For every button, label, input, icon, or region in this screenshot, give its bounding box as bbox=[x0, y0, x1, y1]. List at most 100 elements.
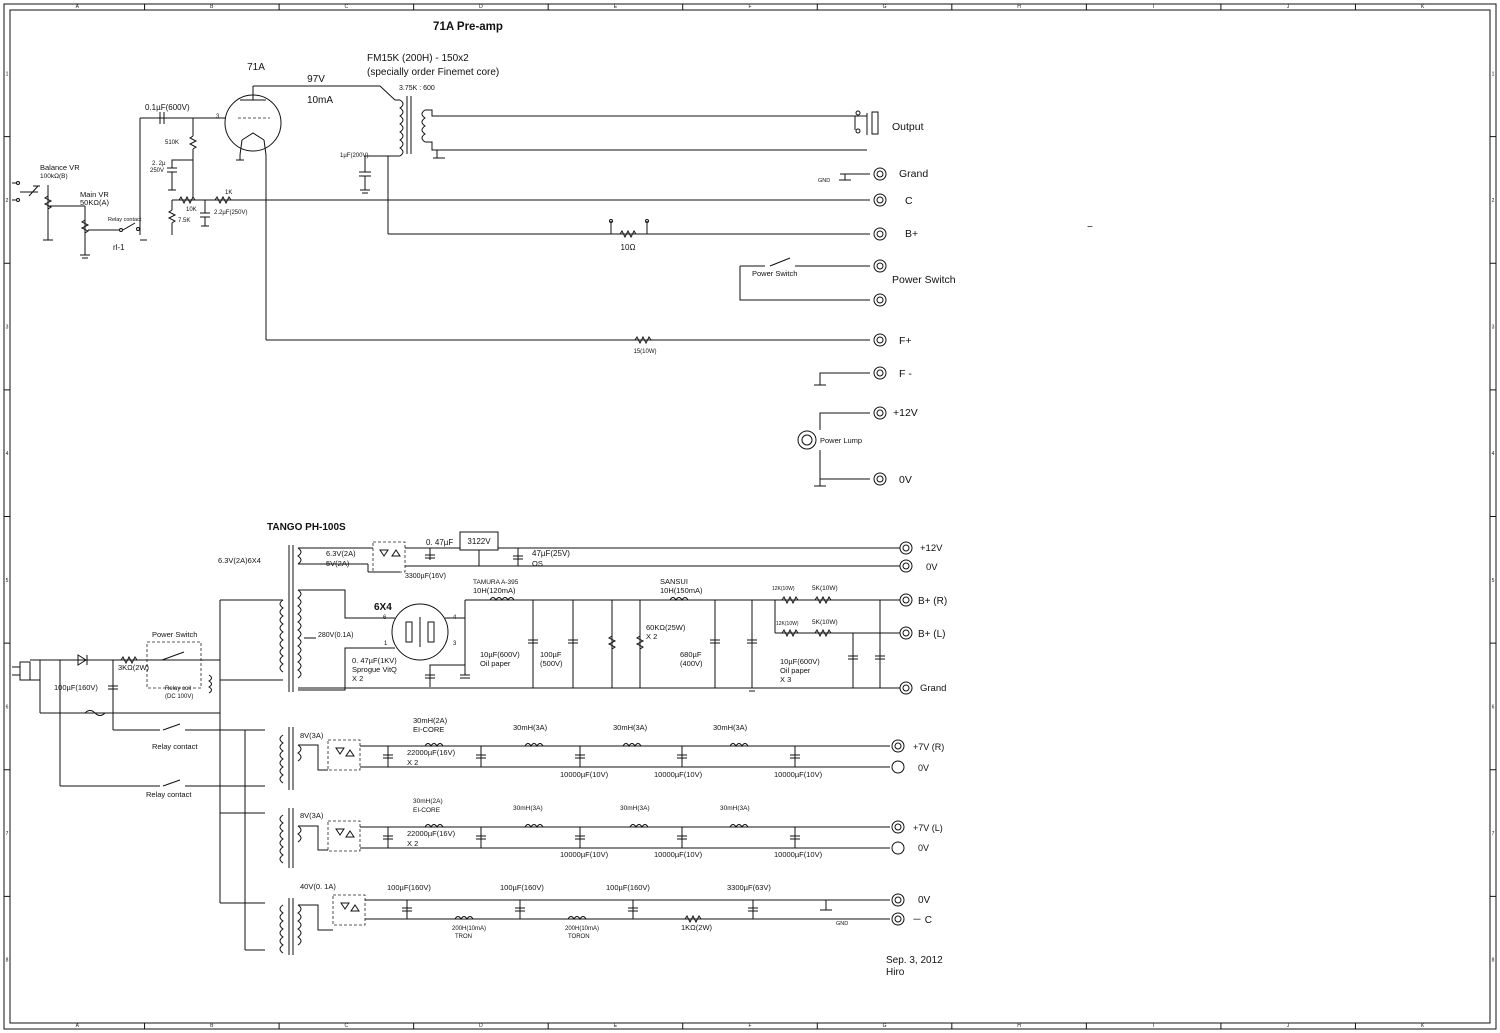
terminal-c[interactable] bbox=[873, 193, 887, 207]
grid-col-label: J bbox=[1287, 1023, 1290, 1029]
rail-l-choke4: 30mH(3A) bbox=[720, 805, 750, 812]
grid-col-label: K bbox=[1421, 4, 1425, 10]
rail-r-cap1-1: 22000µF(16V) bbox=[407, 748, 456, 757]
main-transformer bbox=[279, 545, 302, 692]
grid-col-label: I bbox=[1153, 1023, 1154, 1029]
coupling-cap-label: 0.1µF(600V) bbox=[145, 103, 190, 112]
grid-row-label: 1 bbox=[6, 71, 9, 77]
grid-col-label: B bbox=[210, 1023, 214, 1029]
sansui-label-2: 10H(150mA) bbox=[660, 586, 703, 595]
terminal-12v-label: +12V bbox=[893, 407, 918, 419]
grid-col-label: B bbox=[210, 4, 214, 10]
rail-r-cap1-2: X 2 bbox=[407, 758, 418, 767]
grid-col-label: G bbox=[883, 4, 887, 10]
psu-terminal-minus-c[interactable] bbox=[891, 912, 905, 926]
psu-terminal-0v-a-label: 0V bbox=[926, 562, 938, 573]
sprague-label-3: X 2 bbox=[352, 674, 363, 683]
psu-terminal-12v[interactable] bbox=[899, 541, 913, 555]
terminal-grand[interactable] bbox=[873, 167, 887, 181]
terminal-c-label: C bbox=[905, 195, 913, 207]
grid-row-label: 5 bbox=[1492, 578, 1495, 584]
psu-terminal-7v-r[interactable] bbox=[891, 739, 905, 753]
rail-c-choke1-1: 200H(10mA) bbox=[452, 926, 486, 932]
rail-l-choke3: 30mH(3A) bbox=[620, 805, 650, 812]
r-15: 15(10W) bbox=[633, 349, 656, 355]
r-3k-label: 3KΩ(2W) bbox=[118, 663, 150, 672]
cap-680-label-2: (400V) bbox=[680, 659, 703, 668]
transformer-ratio: 3.75K : 600 bbox=[399, 85, 435, 92]
balance-vr-label-2: 100kΩ(B) bbox=[40, 173, 68, 180]
psu-terminal-0v-l[interactable] bbox=[891, 841, 905, 855]
psu-terminal-0v-c[interactable] bbox=[891, 893, 905, 907]
power-switch-small-label: Power Switch bbox=[752, 269, 797, 278]
terminal-bplus[interactable] bbox=[873, 227, 887, 241]
tamura-label-2: 10H(120mA) bbox=[473, 586, 516, 595]
r12k-a-label: 12K(10W) bbox=[772, 586, 795, 592]
psu-terminal-0v-r[interactable] bbox=[891, 760, 905, 774]
rail-c-cap3: 100µF(160V) bbox=[606, 883, 650, 892]
terminal-power-switch-2[interactable] bbox=[873, 293, 887, 307]
rail-c-r1k: 1KΩ(2W) bbox=[681, 923, 713, 932]
grid-col-label: E bbox=[614, 4, 618, 10]
terminal-fplus[interactable] bbox=[873, 333, 887, 347]
psu-terminal-bplus-r[interactable] bbox=[899, 593, 913, 607]
output-transformer bbox=[387, 96, 426, 234]
terminal-fminus-label: F - bbox=[899, 368, 912, 380]
terminal-0v-label: 0V bbox=[899, 474, 912, 486]
psu-terminal-minus-c-label: － C bbox=[912, 915, 932, 926]
rail-transformers bbox=[220, 727, 302, 955]
grid-col-label: A bbox=[76, 4, 80, 10]
oil-cap-2-label-3: X 3 bbox=[780, 675, 791, 684]
relay-contact-label-1: Relay contact bbox=[152, 742, 198, 751]
balance-vr-label-1: Balance VR bbox=[40, 163, 80, 172]
rail-7v-r bbox=[298, 739, 890, 771]
terminal-12v[interactable] bbox=[873, 406, 887, 420]
power-lump-label: Power Lump bbox=[820, 436, 862, 445]
rail-minus-c bbox=[298, 894, 890, 931]
psu-terminal-7v-l-label: +7V (L) bbox=[913, 823, 943, 833]
tube-6x4-label: 6X4 bbox=[374, 602, 392, 613]
rail-l-choke2: 30mH(3A) bbox=[513, 805, 543, 812]
terminal-power-switch-label: Power Switch bbox=[892, 274, 956, 286]
grid-col-label: K bbox=[1421, 1023, 1425, 1029]
grid-row-label: 2 bbox=[6, 198, 9, 204]
psu-transformer-label: TANGO PH-100S bbox=[267, 522, 346, 533]
psu-terminal-grand[interactable] bbox=[899, 681, 913, 695]
r-1k: 1K bbox=[225, 190, 232, 196]
stray-marker: − bbox=[1087, 222, 1093, 233]
terminal-0v[interactable] bbox=[873, 472, 887, 486]
terminal-fminus[interactable] bbox=[873, 366, 887, 380]
rail-c-choke2-1: 200H(10mA) bbox=[565, 926, 599, 932]
cap-2u-label-1: 2. 2µ bbox=[152, 161, 166, 167]
grid-col-label: I bbox=[1153, 4, 1154, 10]
relay-coil-label-2: (DC 100V) bbox=[165, 694, 193, 700]
psu-terminal-7v-l[interactable] bbox=[891, 820, 905, 834]
plate-voltage: 97V bbox=[307, 74, 325, 85]
rail-l-cap2: 10000µF(10V) bbox=[560, 850, 609, 859]
winding-63v: 6.3V(2A) bbox=[326, 549, 356, 558]
grid-row-label: 3 bbox=[1492, 325, 1495, 331]
oil-cap-1-label-1: 10µF(600V) bbox=[480, 650, 520, 659]
rail-r-choke3: 30mH(3A) bbox=[613, 723, 648, 732]
transformer-label-1: FM15K (200H) - 150x2 bbox=[367, 53, 469, 64]
r-10ohm: 10Ω bbox=[621, 243, 636, 252]
grid-col-label: F bbox=[748, 4, 751, 10]
cap-2u-label-2: 250V bbox=[150, 168, 164, 174]
psu-terminal-bplus-l[interactable] bbox=[899, 626, 913, 640]
psu-terminal-0v-c-label: 0V bbox=[918, 895, 931, 906]
relay-coil-label-1: Relay coil bbox=[165, 686, 191, 692]
oil-cap-2-label-1: 10µF(600V) bbox=[780, 657, 820, 666]
psu-terminal-12v-label: +12V bbox=[920, 543, 943, 554]
psu-section: TANGO PH-100S 6.3V(2A)6X4 6.3V(2A) 5V(2A… bbox=[12, 522, 900, 955]
grid-row-label: 2 bbox=[1492, 198, 1495, 204]
cap-047-label: 0. 47µF bbox=[426, 538, 453, 547]
output-label: Output bbox=[892, 121, 924, 133]
terminal-fplus-label: F+ bbox=[899, 335, 912, 347]
psu-terminal-0v-a[interactable] bbox=[899, 559, 913, 573]
terminal-power-switch-1[interactable] bbox=[873, 259, 887, 273]
power-switch-label: Power Switch bbox=[152, 630, 197, 639]
rail-r-winding: 8V(3A) bbox=[300, 731, 324, 740]
relay-contact-label-2: Relay contact bbox=[146, 790, 192, 799]
volume-controls bbox=[12, 181, 147, 259]
grid-col-label: G bbox=[883, 1023, 887, 1029]
